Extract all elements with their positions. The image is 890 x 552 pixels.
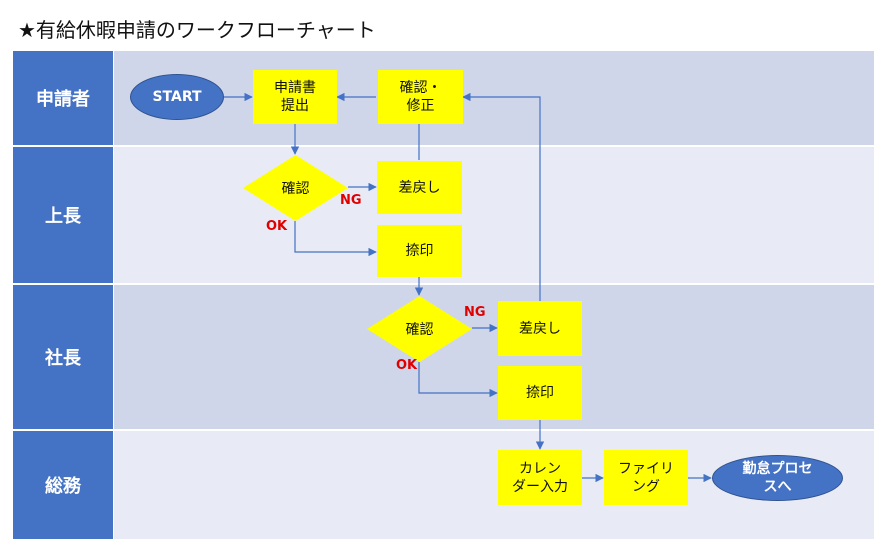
president-stamp-box: 捺印 [498,366,582,420]
lane-applicant [114,51,874,145]
ng-tag-president: NG [464,305,486,320]
president-check-label: 確認 [405,322,434,338]
president-check-decision: 確認 [367,296,472,362]
supervisor-check-label: 確認 [281,181,310,197]
lane-label-president: 社長 [13,285,113,429]
supervisor-check-decision: 確認 [243,155,348,221]
start-terminal: START [130,74,224,120]
supervisor-return-box: 差戻し [377,161,462,214]
page-title: ★有給休暇申請のワークフローチャート [18,18,376,42]
ng-tag-supervisor: NG [340,193,362,208]
ok-tag-president: OK [396,358,418,373]
filing-box: ファイリ ング [604,450,688,505]
lane-label-applicant: 申請者 [13,51,113,145]
calendar-entry-box: カレン ダー入力 [498,450,582,505]
president-return-box: 差戻し [498,301,582,356]
lane-president [114,285,874,429]
attendance-process-terminal: 勤怠プロセ スへ [712,455,843,501]
supervisor-stamp-box: 捺印 [377,225,462,277]
lane-label-general-affairs: 総務 [13,431,113,539]
lane-label-supervisor: 上長 [13,147,113,283]
submit-application-box: 申請書 提出 [253,70,337,124]
confirm-fix-box: 確認・ 修正 [378,70,463,124]
ok-tag-supervisor: OK [266,219,288,234]
lane-supervisor [114,147,874,283]
